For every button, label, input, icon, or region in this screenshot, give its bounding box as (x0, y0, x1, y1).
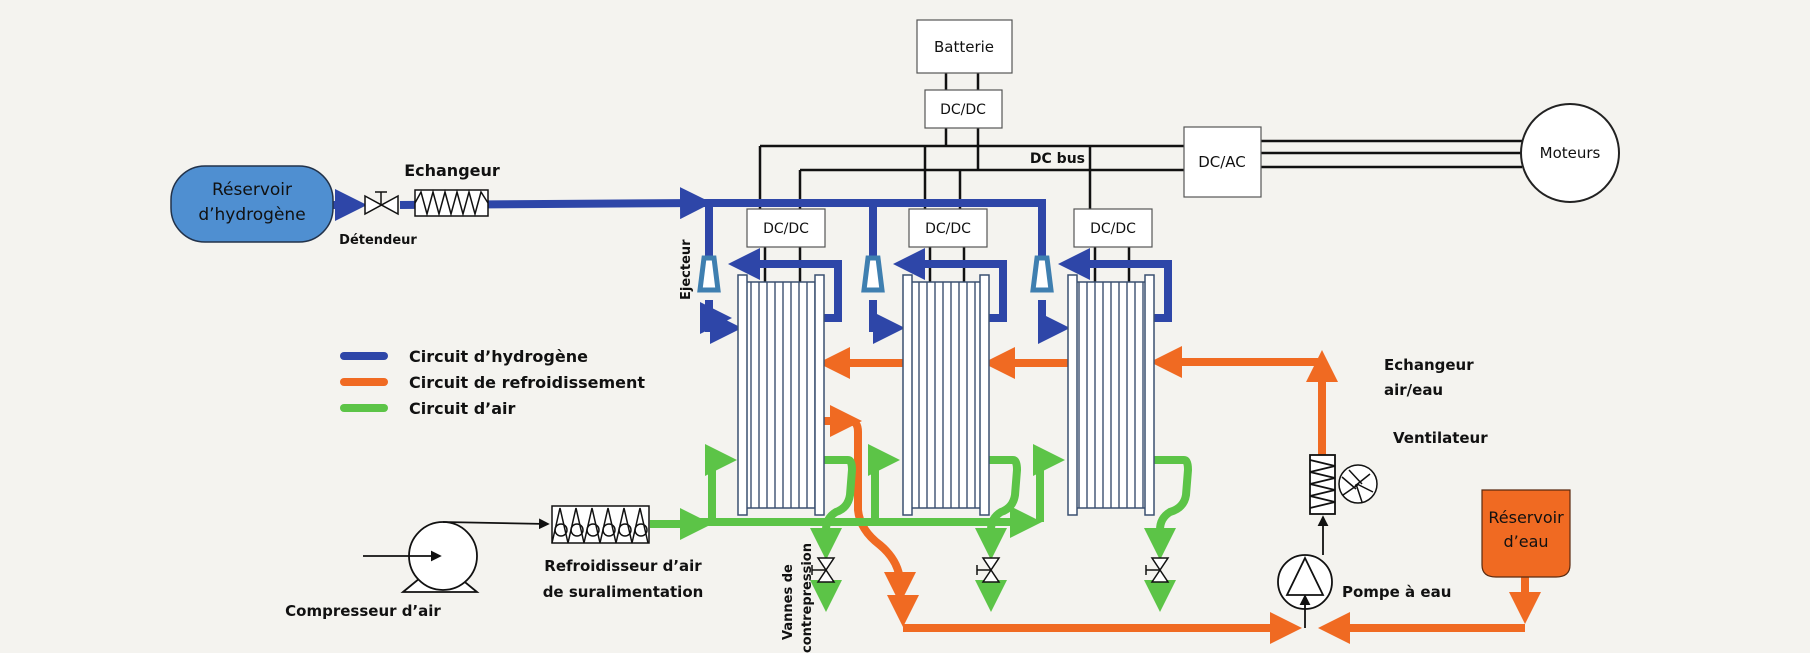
water-pump-label: Pompe à eau (1342, 583, 1451, 601)
expander-label: Détendeur (339, 233, 417, 248)
battery-converter: DC/DC (924, 89, 1003, 129)
inverter: DC/AC (1183, 126, 1262, 198)
motors-label: Moteurs (1540, 144, 1601, 162)
legend-label-hydrogen: Circuit d’hydrogène (409, 347, 588, 366)
hydrogen-tank-label-1: Réservoir (212, 180, 292, 200)
air-water-exchanger-label-2: air/eau (1384, 381, 1443, 399)
fan-label: Ventilateur (1393, 429, 1488, 447)
legend: Circuit d’hydrogène Circuit de refroidis… (340, 347, 645, 418)
water-pump-icon (1277, 515, 1333, 628)
air-water-exchanger-icon (1309, 454, 1336, 515)
cooling-circuit (818, 346, 1541, 644)
fuel-cell-stack-3 (1067, 274, 1155, 516)
back-pressure-valve-icon (811, 557, 1170, 583)
charge-air-cooler-icon (551, 505, 650, 544)
charge-air-cooler-label-1: Refroidisseur d’air (544, 557, 702, 575)
fuel-cell-stack-2 (902, 274, 990, 516)
back-pressure-valves-label-2: contrepression (800, 543, 815, 653)
hydrogen-tank: Réservoir d’hydrogène (170, 165, 334, 243)
fan-icon (1338, 464, 1378, 504)
stack-converter-1: DC/DC (746, 208, 826, 248)
battery-converter-label: DC/DC (940, 102, 986, 118)
ejector-label: Ejecteur (679, 239, 694, 300)
air-compressor-icon (363, 518, 550, 593)
expander-valve-icon (364, 191, 399, 216)
stack-converter-2: DC/DC (908, 208, 988, 248)
water-tank: Réservoir d’eau (1481, 489, 1571, 578)
fuel-cell-stack-1 (737, 274, 825, 516)
back-pressure-valves-label-1: Vannes de (781, 564, 796, 640)
battery: Batterie (916, 19, 1013, 74)
air-circuit (650, 444, 1193, 612)
stack-converter-1-label: DC/DC (763, 221, 809, 237)
water-tank-label-2: d’eau (1503, 532, 1548, 551)
legend-label-air: Circuit d’air (409, 399, 516, 418)
ejector-icon (697, 255, 1054, 293)
stack-converter-2-label: DC/DC (925, 221, 971, 237)
air-water-exchanger-label-1: Echangeur (1384, 356, 1474, 374)
dc-bus-label: DC bus (1030, 151, 1085, 167)
legend-label-cooling: Circuit de refroidissement (409, 373, 645, 392)
exchanger-label: Echangeur (404, 161, 500, 180)
stack-converter-3-label: DC/DC (1090, 221, 1136, 237)
air-compressor-label: Compresseur d’air (285, 602, 441, 620)
stack-converter-3: DC/DC (1073, 208, 1153, 248)
battery-label: Batterie (934, 38, 994, 56)
hydrogen-exchanger-icon (414, 189, 489, 217)
charge-air-cooler-label-2: de suralimentation (543, 583, 704, 601)
water-tank-label-1: Réservoir (1488, 508, 1564, 527)
hydrogen-tank-label-2: d’hydrogène (198, 205, 305, 225)
motors: Moteurs (1520, 103, 1620, 203)
inverter-label: DC/AC (1198, 153, 1246, 171)
